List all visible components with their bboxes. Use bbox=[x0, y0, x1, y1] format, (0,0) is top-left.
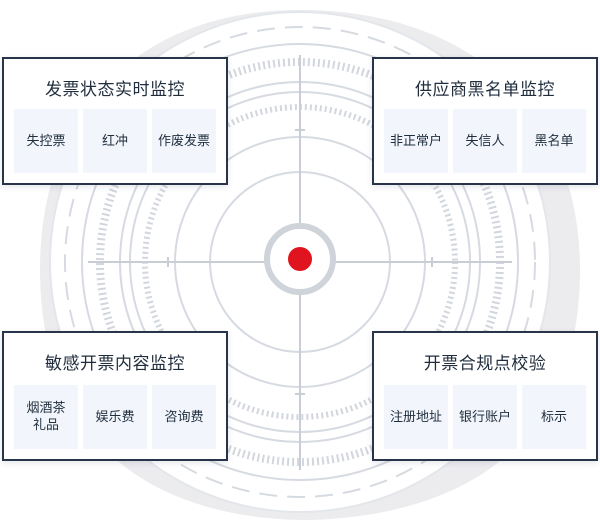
card-tags: 烟酒茶 礼品 娱乐费 咨询费 bbox=[14, 385, 216, 449]
tag-item: 烟酒茶 礼品 bbox=[14, 385, 78, 449]
tag-item: 失控票 bbox=[14, 109, 78, 173]
card-supplier-blacklist-monitor: 供应商黑名单监控 非正常户 失信人 黑名单 bbox=[372, 57, 598, 185]
card-title: 发票状态实时监控 bbox=[45, 80, 185, 100]
card-sensitive-content-monitor: 敏感开票内容监控 烟酒茶 礼品 娱乐费 咨询费 bbox=[2, 331, 228, 461]
card-tags: 注册地址 银行账户 标示 bbox=[384, 385, 586, 449]
tag-item: 标示 bbox=[522, 385, 586, 449]
tag-item: 黑名单 bbox=[522, 109, 586, 173]
card-title: 供应商黑名单监控 bbox=[415, 80, 555, 100]
card-title: 开票合规点校验 bbox=[423, 354, 547, 374]
radar-ring-dashed bbox=[64, 26, 536, 498]
tag-item: 非正常户 bbox=[384, 109, 448, 173]
card-invoice-status-monitor: 发票状态实时监控 失控票 红冲 作废发票 bbox=[2, 57, 228, 185]
tag-item: 银行账户 bbox=[453, 385, 517, 449]
radar-ring bbox=[49, 11, 551, 513]
tag-item: 娱乐费 bbox=[83, 385, 147, 449]
tag-item: 注册地址 bbox=[384, 385, 448, 449]
tag-item: 咨询费 bbox=[152, 385, 216, 449]
card-tags: 非正常户 失信人 黑名单 bbox=[384, 109, 586, 173]
card-tags: 失控票 红冲 作废发票 bbox=[14, 109, 216, 173]
card-compliance-check: 开票合规点校验 注册地址 银行账户 标示 bbox=[372, 331, 598, 461]
bullseye-dot bbox=[288, 247, 312, 271]
card-title: 敏感开票内容监控 bbox=[45, 354, 185, 374]
tag-item: 失信人 bbox=[453, 109, 517, 173]
radar-ring bbox=[81, 43, 519, 481]
tag-item: 红冲 bbox=[83, 109, 147, 173]
tag-item: 作废发票 bbox=[152, 109, 216, 173]
